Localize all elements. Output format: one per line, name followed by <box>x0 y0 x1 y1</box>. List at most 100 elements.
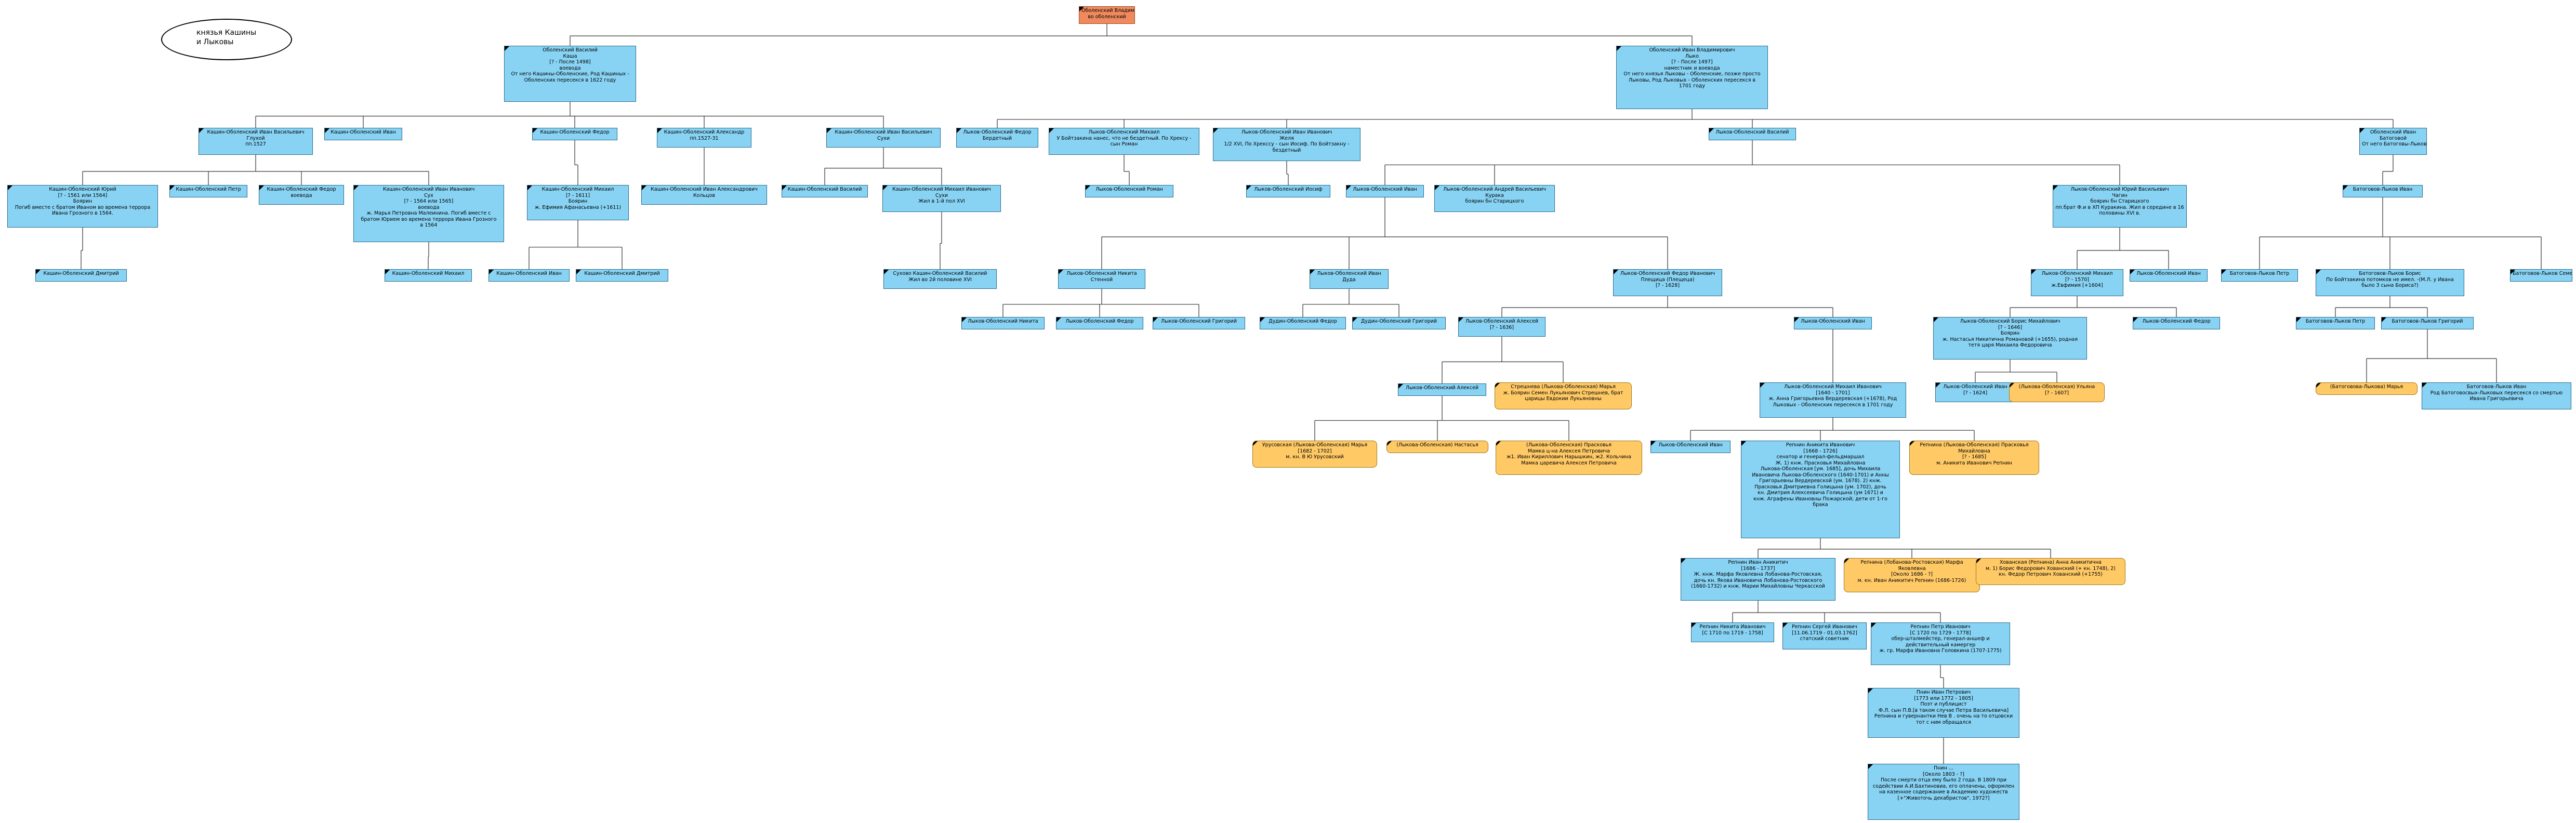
person-node-l-ivan-b[interactable]: Лыков-Оболенский Иван <box>1346 185 1424 197</box>
person-node-k-petr[interactable]: Кашин-Оболенский Петр <box>169 185 247 197</box>
node-text-line: Репнин Сергей Иванович <box>1792 624 1857 630</box>
node-text-line: в 1564 <box>420 222 438 228</box>
person-node-k-dmitriy-a[interactable]: Кашин-Оболенский Дмитрий <box>35 269 127 282</box>
person-node-pnin-child[interactable]: Пнин ...[Около 1803 - ?]После смерти отц… <box>1868 764 2019 820</box>
node-corner-marker <box>2053 185 2058 190</box>
person-node-bat-grigoriy[interactable]: Батоговов-Лыков Григорий <box>2381 317 2474 329</box>
node-text-line: [1773 или 1772 - 1805] <box>1914 695 1973 701</box>
person-node-l-ivan-1624[interactable]: Лыков-Оболенский Иван[? - 1624] <box>1935 382 2015 402</box>
person-node-bat-petr-b[interactable]: Батоговов-Лыков Петр <box>2296 317 2375 329</box>
person-node-l-ulyana[interactable]: (Лыкова-Оболенская) Ульяна[? - 1607] <box>2009 382 2105 402</box>
person-node-l-nikita-b[interactable]: Лыков-Оболенский Никита <box>961 317 1045 329</box>
person-node-l-ivan-e[interactable]: Лыков-Оболенский Иван <box>1650 441 1730 453</box>
person-node-repnin-sergey[interactable]: Репнин Сергей Иванович[11.06.1719 - 01.0… <box>1782 622 1867 649</box>
node-text-line: Ивановича Лыкова-Оболенского (1640-1701)… <box>1752 472 1889 478</box>
person-node-l-aleksey-b[interactable]: Лыков-Оболенский Алексей <box>1398 383 1486 396</box>
person-node-repnin-petr[interactable]: Репнин Петр Иванович[С 1720 по 1729 - 17… <box>1871 622 2010 665</box>
node-text-line: [1640 - 1701] <box>1816 390 1850 396</box>
person-node-bat-semen[interactable]: Батоговов-Лыков Семен <box>2510 269 2572 282</box>
node-text-line: Оболенский Иван Владимирович <box>1649 47 1735 53</box>
person-node-k-yuriy[interactable]: Кашин-Оболенский Юрий[? - 1561 или 1564]… <box>7 185 158 228</box>
node-corner-marker <box>36 270 41 274</box>
person-node-l-ivan-d[interactable]: Лыков-Оболенский Иван <box>1794 317 1872 329</box>
node-text-line: пп.брат Ф.и в ХП Куракина. Жил в середин… <box>2055 204 2184 210</box>
person-node-bat-marya[interactable]: (Батоговова-Лыкова) Марья <box>2316 382 2418 395</box>
node-text-line: [С 1720 по 1729 - 1778] <box>1910 630 1971 636</box>
node-text-line: 1701 году <box>1679 83 1706 89</box>
person-node-bat-ivan[interactable]: Батоговов-Лыков Иван <box>2343 185 2423 197</box>
person-node-d-fedor[interactable]: Дудин-Оболенский Федор <box>1260 317 1346 329</box>
node-text-line: От него князья Лыковы - Оболенские, позж… <box>1623 71 1761 77</box>
node-text-line: Оболенский Иван <box>2370 129 2416 135</box>
node-corner-marker <box>8 185 12 190</box>
person-node-l-mikhail-1570[interactable]: Лыков-Оболенский Михаил[? - 1570]ж.Евфим… <box>2031 269 2123 296</box>
person-node-k-ivan-a[interactable]: Кашин-Оболенский Иван <box>324 128 402 140</box>
person-node-root[interactable]: Оболенский Владимир Ивановичво оболенски… <box>1079 6 1135 24</box>
person-node-k-dmitriy-b[interactable]: Кашин-Оболенский Дмитрий <box>576 269 668 282</box>
person-node-bat-petr[interactable]: Батоговов-Лыков Петр <box>2221 269 2298 282</box>
node-text-line: Лыков-Оболенский Иван <box>1943 384 2007 390</box>
node-text-line: [? - 1646] <box>1998 324 2023 330</box>
person-node-k-fedor-a[interactable]: Кашин-Оболенский Федор <box>532 128 617 140</box>
node-text-line: пп.1527-31 <box>690 135 719 141</box>
person-node-k-ivan-b[interactable]: Кашин-Оболенский Иван <box>488 269 570 282</box>
person-node-d-grigoriy[interactable]: Дудин-Оболенский Григорий <box>1352 317 1446 329</box>
person-node-l-iosif[interactable]: Лыков-Оболенский Иосиф <box>1246 185 1330 197</box>
node-corner-marker <box>962 317 967 322</box>
person-node-l-nastasya[interactable]: (Лыкова-Оболенская) Настасья <box>1386 441 1488 453</box>
person-node-pnin-ivan[interactable]: Пнин Иван Петрович[1773 или 1772 - 1805]… <box>1868 688 2019 738</box>
person-node-repnin-anikita[interactable]: Репнин Аникита Иванович[1668 - 1726]сена… <box>1741 441 1900 538</box>
node-text-line: Лыков-Оболенский Иван <box>2136 271 2201 276</box>
person-node-k-vasiliy-b[interactable]: Кашин-Оболенский Василий <box>782 185 868 197</box>
person-node-l-roman[interactable]: Лыков-Оболенский Роман <box>1085 185 1173 197</box>
person-node-repnin-nikita[interactable]: Репнин Никита Иванович[С 1710 по 1719 - … <box>1691 622 1774 642</box>
node-corner-marker <box>1310 270 1315 274</box>
person-node-l-fedor-b[interactable]: Лыков-Оболенский Федор <box>1056 317 1143 329</box>
person-node-l-fedor-c[interactable]: Лыков-Оболенский Федор <box>2133 317 2220 329</box>
person-node-l-mikhail-1701[interactable]: Лыков-Оболенский Михаил Иванович[1640 - … <box>1760 382 1906 418</box>
node-corner-marker <box>2010 383 2014 388</box>
person-node-l-boris-mikh[interactable]: Лыков-Оболенский Борис Михайлович[? - 16… <box>1933 317 2087 360</box>
person-node-l-aleksey-1636[interactable]: Лыков-Оболенский Алексей[? - 1636] <box>1458 317 1545 337</box>
person-node-l-ivan-c[interactable]: Лыков-Оболенский Иван <box>2130 269 2208 282</box>
node-text-line: [? - 1607] <box>2044 390 2069 396</box>
person-node-l-grigoriy-a[interactable]: Лыков-Оболенский Григорий <box>1153 317 1245 329</box>
person-node-repnin-ivan[interactable]: Репнин Иван Аникитич[1686 - 1737]Ж. кнж.… <box>1681 558 1835 601</box>
person-node-urusova-marya[interactable]: Урусовская (Лыкова-Оболенская) Марья[168… <box>1252 441 1377 468</box>
node-text-line: Лыков-Оболенский Борис Михайлович <box>1960 318 2060 324</box>
node-text-line: Лыковы, Род Лыковых - Оболенских пересек… <box>1628 77 1756 83</box>
node-text-line: братом Юрием во времена террора Ивана Гр… <box>361 216 497 222</box>
person-node-k-mikhail-b[interactable]: Кашин-Оболенский Михаил <box>385 269 472 282</box>
node-corner-marker <box>957 128 961 133</box>
node-text-line: ж. Марья Петровна Малеинина. Погиб вмест… <box>366 210 491 216</box>
person-node-l-vasiliy[interactable]: Лыков-Оболенский Василий <box>1709 128 1796 140</box>
node-text-line: Боярин <box>73 198 93 204</box>
